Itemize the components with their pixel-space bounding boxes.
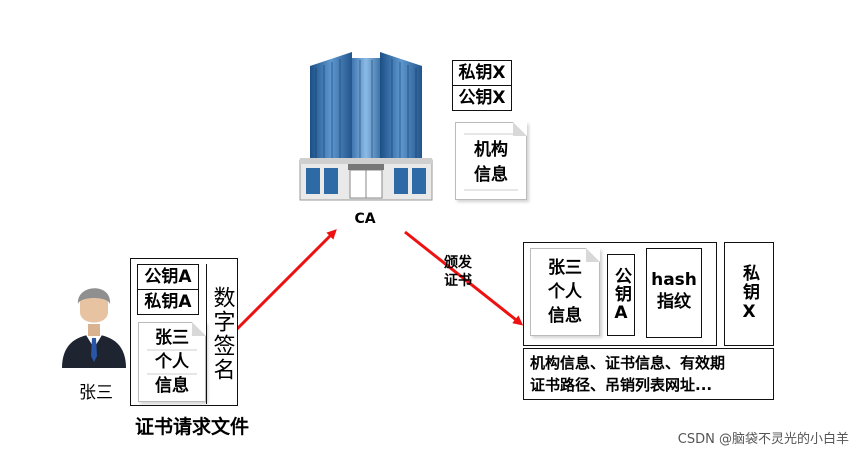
- certificate-hash: hash 指纹: [646, 248, 702, 338]
- ca-org-info-document: 机构 信息: [455, 122, 527, 200]
- request-to-ca-arrow: [234, 229, 337, 332]
- ca-to-certificate-arrow: [404, 230, 524, 326]
- request-private-key: 私钥A: [137, 289, 199, 315]
- person-avatar-icon: [58, 274, 130, 368]
- request-info-document: 张三 个人 信息: [138, 322, 206, 402]
- ca-org-info-line: 机构: [456, 139, 526, 161]
- ca-building-icon: [296, 48, 436, 206]
- request-info-line: 个人: [139, 351, 205, 373]
- person-name: 张三: [79, 383, 113, 403]
- certificate-info-line: 个人: [531, 281, 599, 303]
- ca-label: CA: [354, 211, 376, 227]
- issue-label-line: 颁发: [444, 255, 472, 271]
- certificate-info-document: 张三 个人 信息: [530, 248, 600, 336]
- certificate-info-line: 信息: [531, 305, 599, 327]
- certificate-info-line: 张三: [531, 257, 599, 279]
- certificate-details-line: 机构信息、证书信息、有效期: [530, 354, 726, 372]
- request-info-line: 张三: [139, 327, 205, 349]
- certificate-details-line: 证书路径、吊销列表网址...: [530, 376, 713, 394]
- certificate-public-key: 公钥A: [607, 254, 635, 336]
- certificate-hash-line: 指纹: [657, 292, 691, 312]
- request-info-line: 信息: [139, 375, 205, 397]
- issue-label-line: 证书: [444, 273, 472, 289]
- certificate-hash-line: hash: [651, 270, 697, 290]
- ca-org-info-line: 信息: [456, 164, 526, 186]
- request-file-caption: 证书请求文件: [134, 416, 249, 438]
- certificate-private-key: 私钥X: [724, 242, 774, 346]
- ca-private-key: 私钥X: [452, 60, 512, 86]
- issue-certificate-label: 颁发 证书: [444, 254, 472, 290]
- request-signature: 数字签名: [206, 264, 236, 404]
- certificate-details-box: 机构信息、证书信息、有效期 证书路径、吊销列表网址...: [523, 348, 774, 400]
- ca-public-key: 公钥X: [452, 85, 512, 111]
- request-public-key: 公钥A: [137, 264, 199, 290]
- watermark: CSDN @脑袋不灵光的小白羊: [677, 432, 849, 447]
